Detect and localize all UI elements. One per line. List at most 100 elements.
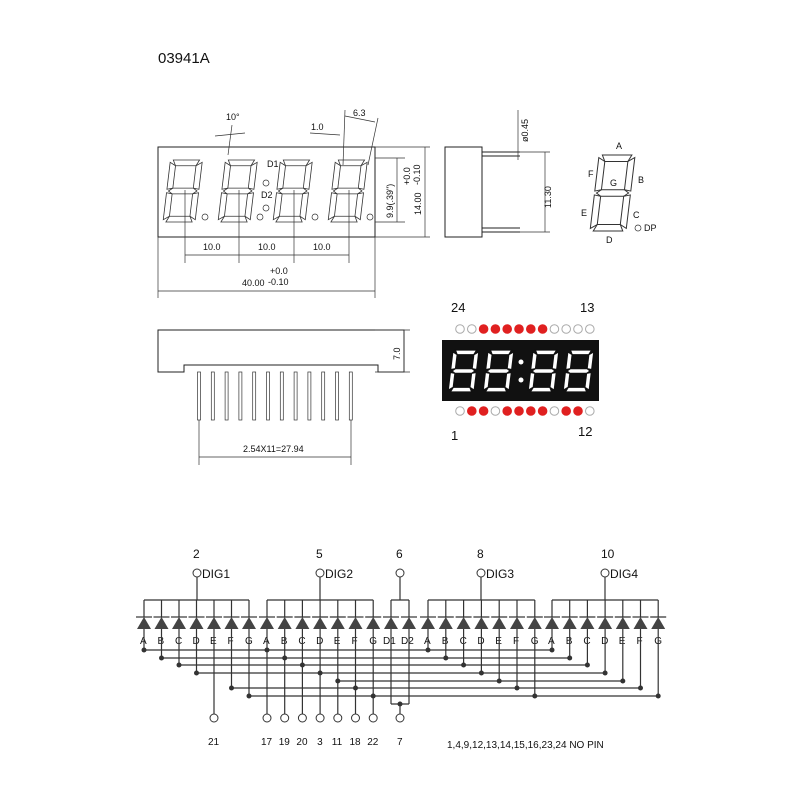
package-pin: [224, 371, 229, 421]
common-pin-number: 2: [193, 547, 200, 561]
pin-terminal: [600, 568, 610, 578]
led-diode-icon: [615, 617, 630, 629]
total-height-tol-plus: +0.0: [402, 167, 412, 185]
package-pin: [252, 371, 257, 421]
led-diode-icon: [384, 617, 398, 629]
pin-diameter: ø0.45: [520, 119, 530, 142]
seg-label-a: A: [616, 141, 622, 151]
led-diode-icon: [545, 617, 559, 629]
pin-label-1: 1: [451, 428, 458, 443]
led-diode-icon: [154, 617, 169, 629]
segment-pin-number: 20: [296, 737, 308, 748]
junction-dot: [549, 647, 555, 653]
led-diode-icon: [172, 617, 186, 629]
package-pin: [210, 371, 215, 421]
junction-dot: [194, 670, 199, 676]
total-width-tol-plus: +0.0: [270, 266, 288, 276]
diode-label: F: [637, 636, 643, 647]
segment-map-digit-seg-b: [623, 156, 636, 192]
part-number: 03941A: [158, 50, 210, 67]
led-diode-icon: [492, 617, 507, 629]
segment-map-digit-seg-d: [592, 224, 624, 232]
seg-label-f: F: [588, 169, 594, 179]
front-digit-1-seg-f: [166, 161, 176, 190]
segment-map-digit-seg-g: [595, 189, 630, 197]
front-view: D1 D2 10° 1.0 6.3 10.0 10.0 10.0 40.00 +…: [157, 108, 430, 298]
top-pin-dot: [490, 324, 501, 334]
photo-digit-2-seg-g: [485, 368, 512, 374]
seg-label-d: D: [606, 235, 613, 245]
dp-pin-number: 7: [397, 737, 403, 748]
package-pin: [266, 371, 270, 421]
bottom-pin-dot: [455, 406, 465, 416]
common-pin-number: 6: [396, 547, 403, 561]
d2-label: D2: [261, 190, 273, 200]
front-digit-3-seg-a: [282, 159, 311, 167]
package-pin: [238, 371, 243, 421]
seg-label-dp: DP: [644, 223, 657, 233]
pin-terminal: [395, 568, 405, 578]
front-digit-1-seg-d: [165, 215, 193, 223]
segment-pin-number: 22: [367, 737, 379, 748]
led-diode-icon: [510, 617, 524, 629]
segment-map-digit-seg-f: [594, 156, 606, 192]
common-pin-number: 8: [477, 547, 484, 561]
front-dp-1: [201, 213, 209, 221]
top-pin-dot: [478, 324, 489, 334]
bottom-pin-dot: [585, 406, 595, 416]
front-digit-3-seg-g: [277, 187, 308, 195]
led-diode-icon: [474, 617, 489, 629]
pinout-view: 24 13 1 12: [442, 300, 599, 443]
total-width-tol-minus: -0.10: [268, 277, 289, 287]
segment-pin-number: 17: [261, 737, 273, 748]
total-height-tol-minus: -0.10: [412, 164, 422, 185]
common-pin-number: 5: [316, 547, 323, 561]
junction-dot: [638, 685, 643, 691]
led-diode-icon: [295, 617, 310, 629]
junction-dot: [496, 678, 502, 684]
front-digit-2-seg-d: [220, 215, 248, 223]
led-diode-icon: [562, 617, 577, 629]
side-view: 11.30 ø0.45: [444, 110, 553, 238]
photo-digit-3-seg-e: [527, 371, 536, 392]
photo-digit-3-seg-g: [530, 368, 557, 374]
seg-label-b: B: [638, 175, 644, 185]
front-digit-1-seg-e: [162, 192, 173, 221]
junction-dot: [655, 693, 661, 699]
common-pin-label: DIG4: [610, 567, 638, 581]
pin-terminal: [209, 713, 219, 723]
pin-label-13: 13: [580, 300, 594, 315]
led-diode-icon: [313, 617, 328, 629]
seg-label-e: E: [581, 208, 587, 218]
segment-pin-number: 3: [317, 737, 323, 748]
led-diode-icon: [438, 617, 453, 629]
photo-digit-4-seg-a: [569, 349, 593, 356]
common-pin-label: DIG1: [202, 567, 230, 581]
segment-map-digit-seg-c: [619, 194, 631, 230]
photo-digit-2-seg-a: [489, 349, 513, 356]
led-diode-icon: [651, 617, 666, 629]
pin-label-12: 12: [578, 424, 592, 439]
top-pin-dot: [467, 324, 477, 334]
seg-label-g: G: [610, 178, 617, 188]
front-digit-1-seg-c: [189, 192, 199, 221]
total-width: 40.00: [242, 278, 265, 288]
junction-dot: [567, 655, 573, 661]
pin-terminal: [476, 568, 486, 578]
common-pin-label: DIG3: [486, 567, 514, 581]
front-digit-2-seg-g: [222, 187, 253, 195]
led-diode-icon: [330, 617, 345, 629]
front-digit-4-seg-c: [354, 192, 364, 221]
pitch-2: 10.0: [258, 242, 276, 252]
top-pin-dot: [502, 324, 513, 334]
photo-digit-3-seg-a: [534, 349, 558, 356]
front-digit-1-seg-b: [192, 161, 203, 190]
photo-digit-1-seg-e: [447, 371, 456, 392]
front-dp-2: [256, 213, 264, 221]
junction-dot: [246, 693, 252, 699]
front-digit-4-seg-f: [331, 161, 341, 190]
pin-terminal: [395, 713, 405, 723]
bottom-pin-dot: [573, 406, 583, 416]
pin-terminal: [192, 568, 202, 578]
